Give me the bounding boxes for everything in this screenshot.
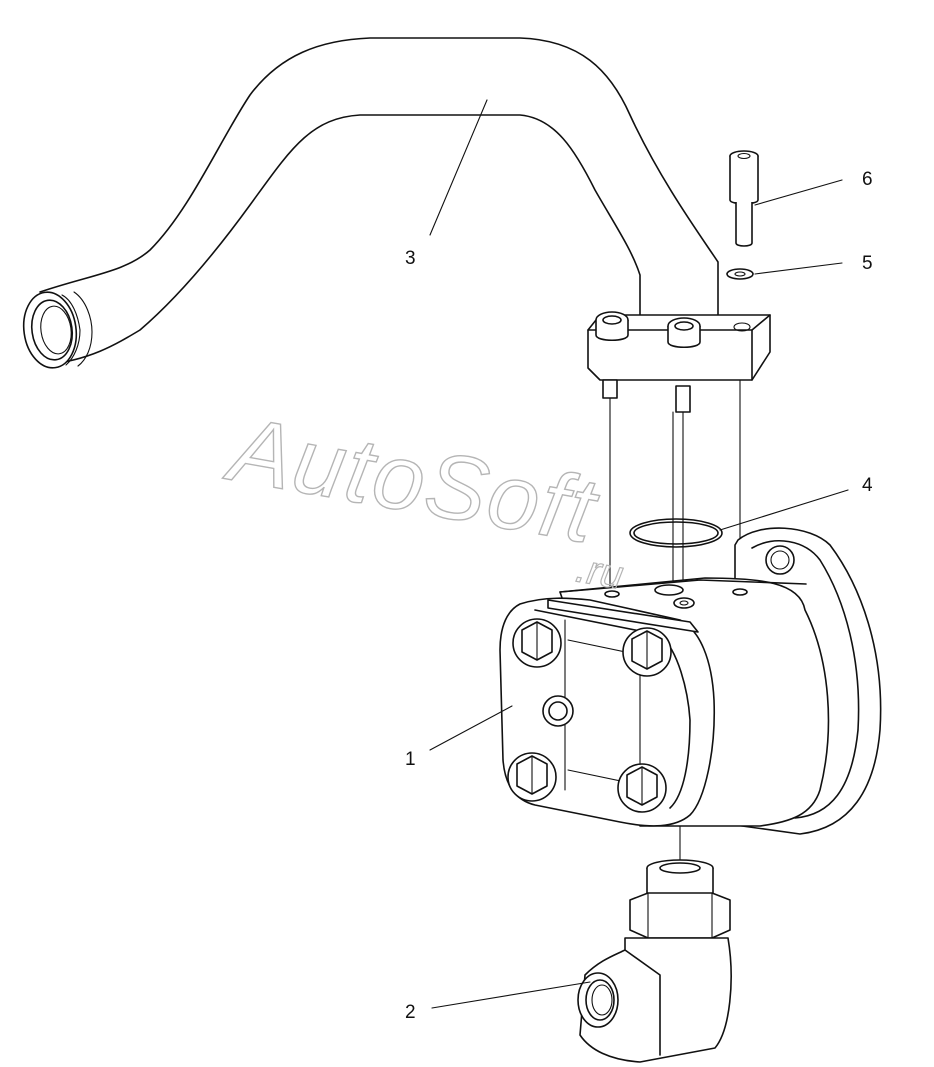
callout-6: 6 — [862, 169, 873, 190]
o-ring — [629, 518, 723, 548]
watermark: AutoSoft .ru — [218, 397, 627, 599]
callout-1: 1 — [405, 749, 416, 770]
washer — [726, 268, 754, 280]
cover-bolt-bl — [507, 752, 557, 802]
bolt — [729, 150, 759, 247]
watermark-suffix: .ru — [573, 546, 627, 597]
pipe-flange — [587, 311, 771, 413]
elbow-fitting — [577, 859, 732, 1063]
callout-3: 3 — [405, 248, 416, 269]
cover-bolt-br — [617, 763, 667, 813]
callout-4: 4 — [862, 475, 873, 496]
watermark-text: AutoSoft — [218, 397, 605, 563]
cover-bolt-tl — [512, 618, 562, 668]
suction-pipe — [22, 37, 719, 369]
leader-lines — [429, 99, 849, 1009]
callout-5: 5 — [862, 253, 873, 274]
pump-body — [499, 527, 882, 835]
callout-2: 2 — [405, 1002, 416, 1023]
cover-bolt-tr — [622, 627, 672, 677]
